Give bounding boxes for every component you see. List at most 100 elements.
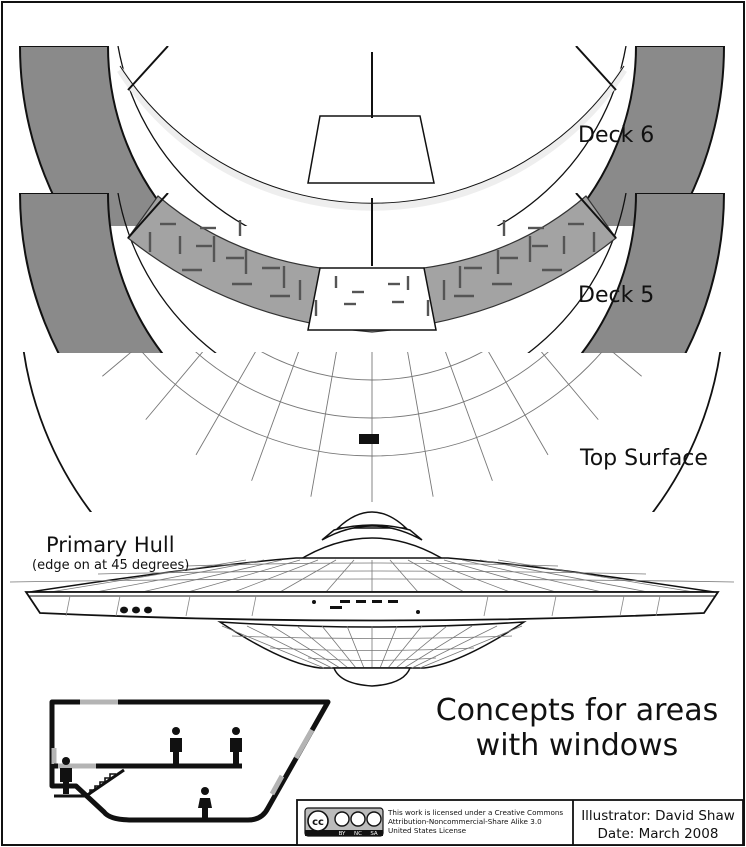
upper-radial-line	[389, 559, 419, 593]
hull-window	[144, 606, 152, 614]
license-line-2[interactable]: Attribution-Noncommercial-Share Alike 3.…	[388, 817, 542, 826]
hull-window-strip	[356, 600, 366, 603]
lower-radial-line	[296, 625, 349, 669]
hull-window	[312, 600, 316, 604]
illustrator-credit: Illustrator: David Shaw	[581, 808, 735, 824]
hull-window	[132, 606, 140, 614]
panel-spoke-line	[251, 352, 299, 481]
primary-hull-label: Primary Hull	[46, 533, 175, 557]
sa-label: SA	[370, 831, 378, 837]
saucer-upper-panel-lines	[9, 559, 735, 593]
deck-6-divider	[127, 46, 169, 91]
upper-radial-line	[425, 559, 511, 593]
concept-title-line-1: Concepts for areas	[436, 693, 719, 728]
nc-label: NC	[354, 831, 362, 837]
deck-5-divider	[575, 193, 617, 239]
section-lower-deck	[54, 768, 125, 798]
person-silhouette	[198, 787, 212, 818]
section-window-side	[293, 728, 315, 760]
top-surface-plan	[23, 352, 721, 512]
rim-panel-line	[65, 595, 71, 617]
upper-radial-line	[279, 559, 337, 593]
section-hull-wall	[49, 699, 331, 823]
upper-radial-line	[407, 559, 465, 593]
rim-panel-line	[483, 595, 489, 617]
rim-panel-line	[655, 595, 661, 617]
license-line-3[interactable]: United States License	[388, 826, 467, 835]
panel-spoke-line	[102, 352, 132, 377]
rim-panel-line	[551, 595, 557, 617]
upper-radial-line	[479, 559, 649, 593]
person-silhouette	[230, 727, 242, 764]
deck-6-divider	[575, 46, 617, 91]
upper-radial-line	[497, 559, 695, 593]
deck-5-plan	[18, 193, 726, 353]
top-surface-outline	[23, 352, 721, 512]
upper-radial-line	[461, 559, 603, 593]
panel-spoke-line	[540, 352, 599, 420]
sa-icon	[366, 811, 382, 827]
top-surface-label: Top Surface	[579, 446, 708, 471]
person-silhouette	[60, 757, 72, 794]
license-line-1[interactable]: This work is licensed under a Creative C…	[387, 808, 563, 817]
hull-window	[120, 606, 128, 614]
lower-sensor-dome	[332, 667, 412, 687]
top-surface-panel-lines	[102, 352, 642, 502]
lower-radial-line	[419, 625, 523, 669]
nc-icon	[350, 811, 366, 827]
deck-5-room-walls	[148, 220, 596, 316]
lower-radial-line	[395, 625, 448, 669]
panel-spoke-line	[612, 352, 642, 377]
hull-window	[416, 610, 420, 614]
lower-radial-line	[271, 625, 341, 669]
deck-6-label: Deck 6	[578, 123, 654, 148]
panel-spoke-line	[310, 352, 337, 497]
hull-window-strip	[330, 606, 342, 609]
saucer-rim-panel-lines	[65, 595, 661, 617]
deck-5-ring	[18, 193, 726, 353]
concept-title-line-2: with windows	[476, 728, 679, 763]
deck-5-inner-edge	[117, 193, 627, 353]
cc-logo-icon	[307, 810, 329, 832]
section-stairs	[86, 773, 116, 795]
top-surface-window	[359, 434, 379, 444]
upper-radial-line	[187, 559, 301, 593]
lower-radial-line	[321, 625, 357, 669]
bridge-dome-mid	[321, 524, 423, 541]
saucer-lower-panel-lines	[221, 625, 523, 669]
upper-radial-line	[141, 559, 283, 593]
saucer-rim	[24, 591, 720, 622]
rim-panel-line	[185, 595, 191, 617]
bridge-dome-top	[336, 511, 408, 529]
deck-5-label: Deck 5	[578, 283, 654, 308]
rim-panel-line	[619, 595, 625, 617]
cc-logo-text: cc	[312, 817, 324, 828]
primary-hull-sublabel: (edge on at 45 degrees)	[32, 558, 189, 573]
cross-section-view	[49, 699, 331, 823]
upper-radial-line	[443, 559, 557, 593]
upper-radial-line	[95, 559, 265, 593]
lower-radial-line	[246, 625, 333, 669]
lower-radial-line	[403, 625, 473, 669]
deck-5-window-section	[307, 267, 437, 331]
section-window-lower	[269, 774, 285, 796]
lower-radial-line	[387, 625, 423, 669]
upper-radial-line	[233, 559, 319, 593]
person-silhouette	[170, 727, 182, 764]
lower-radial-line	[379, 625, 398, 669]
panel-spoke-line	[407, 352, 434, 497]
primary-hull-side-view	[9, 511, 735, 687]
deck-6-window-section	[307, 115, 435, 184]
lower-radial-line	[411, 625, 498, 669]
rim-panel-line	[115, 595, 121, 617]
lower-radial-line	[346, 625, 365, 669]
by-label: BY	[339, 831, 346, 837]
upper-radial-line	[49, 559, 247, 593]
cc-badge: cc BY NC SA	[304, 807, 384, 837]
panel-spoke-line	[445, 352, 493, 481]
by-icon	[334, 811, 350, 827]
deck-5-divider	[127, 193, 169, 239]
panel-spoke-line	[195, 352, 256, 456]
rim-panel-line	[251, 595, 257, 617]
